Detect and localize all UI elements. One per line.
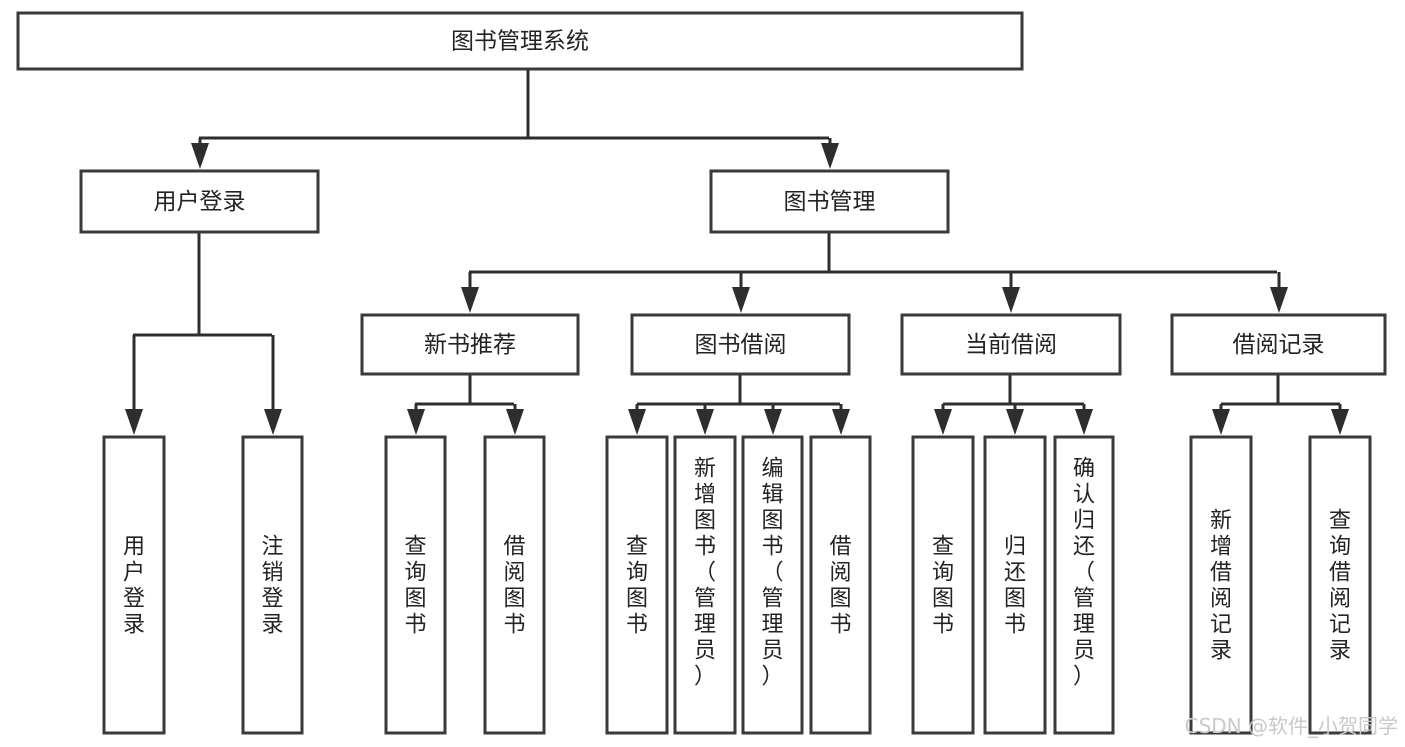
node-leaf-query-book-borrow[interactable]: 查询图书	[605, 435, 669, 735]
node-label: 编辑图书（管理员）	[761, 456, 783, 689]
node-leaf-logout-login[interactable]: 注销登录	[241, 435, 304, 735]
node-label: 借阅图书	[503, 534, 525, 637]
connector-user-login-bus	[125, 232, 282, 435]
connector-book-borrow-bus	[628, 374, 850, 435]
node-leaf-user-login[interactable]: 用户登录	[102, 435, 166, 735]
connector-borrow-record-bus	[1212, 374, 1349, 435]
node-label: 注销登录	[261, 534, 283, 637]
connector-layer	[125, 69, 1349, 435]
node-user-login[interactable]: 用户登录	[79, 169, 320, 234]
node-label: 用户登录	[123, 534, 145, 637]
node-layer: 图书管理系统用户登录图书管理新书推荐图书借阅当前借阅借阅记录用户登录注销登录查询…	[16, 11, 1387, 735]
node-label: 图书管理系统	[451, 29, 589, 55]
node-borrow-record[interactable]: 借阅记录	[1170, 313, 1387, 376]
node-label: 用户登录	[154, 189, 246, 215]
node-book-borrow[interactable]: 图书借阅	[630, 313, 851, 376]
node-label: 新增借阅记录	[1210, 508, 1232, 663]
node-leaf-edit-book-admin[interactable]: 编辑图书（管理员）	[741, 435, 804, 735]
node-label: 图书借阅	[695, 332, 787, 358]
connector-current-borrow-bus	[934, 374, 1093, 435]
node-new-book-recommend[interactable]: 新书推荐	[360, 313, 580, 376]
node-leaf-confirm-return-admin[interactable]: 确认归还（管理员）	[1053, 435, 1115, 735]
node-leaf-add-book-admin[interactable]: 新增图书（管理员）	[673, 435, 737, 735]
node-label: 新增图书（管理员）	[694, 456, 716, 689]
node-current-borrow[interactable]: 当前借阅	[900, 313, 1122, 376]
node-leaf-add-borrow-record[interactable]: 新增借阅记录	[1189, 435, 1253, 735]
node-leaf-query-borrow-record[interactable]: 查询借阅记录	[1308, 435, 1372, 735]
node-label: 当前借阅	[965, 332, 1057, 358]
node-leaf-return-book[interactable]: 归还图书	[983, 435, 1047, 735]
node-leaf-query-book-recommend[interactable]: 查询图书	[384, 435, 447, 735]
csdn-watermark: CSDN @软件_小贺同学	[1185, 714, 1398, 738]
node-label: 查询图书	[626, 534, 648, 637]
node-label: 查询借阅记录	[1329, 508, 1351, 663]
node-label: 确认归还（管理员）	[1073, 456, 1095, 689]
node-label: 查询图书	[932, 534, 954, 637]
connector-book-management-bus	[461, 232, 1288, 313]
node-book-management[interactable]: 图书管理	[709, 169, 950, 234]
node-root[interactable]: 图书管理系统	[16, 11, 1024, 71]
node-label: 图书管理	[784, 189, 876, 215]
connector-new-book-recommend-bus	[407, 374, 524, 435]
node-label: 新书推荐	[424, 332, 516, 358]
node-leaf-borrow-book-recommend[interactable]: 借阅图书	[483, 435, 546, 735]
node-label: 借阅记录	[1233, 332, 1325, 358]
node-label: 借阅图书	[829, 534, 851, 637]
node-label: 归还图书	[1004, 534, 1026, 637]
connector-root-bus	[191, 69, 839, 169]
node-label: 查询图书	[404, 534, 426, 637]
node-leaf-query-book-current[interactable]: 查询图书	[911, 435, 975, 735]
node-leaf-borrow-book[interactable]: 借阅图书	[809, 435, 872, 735]
